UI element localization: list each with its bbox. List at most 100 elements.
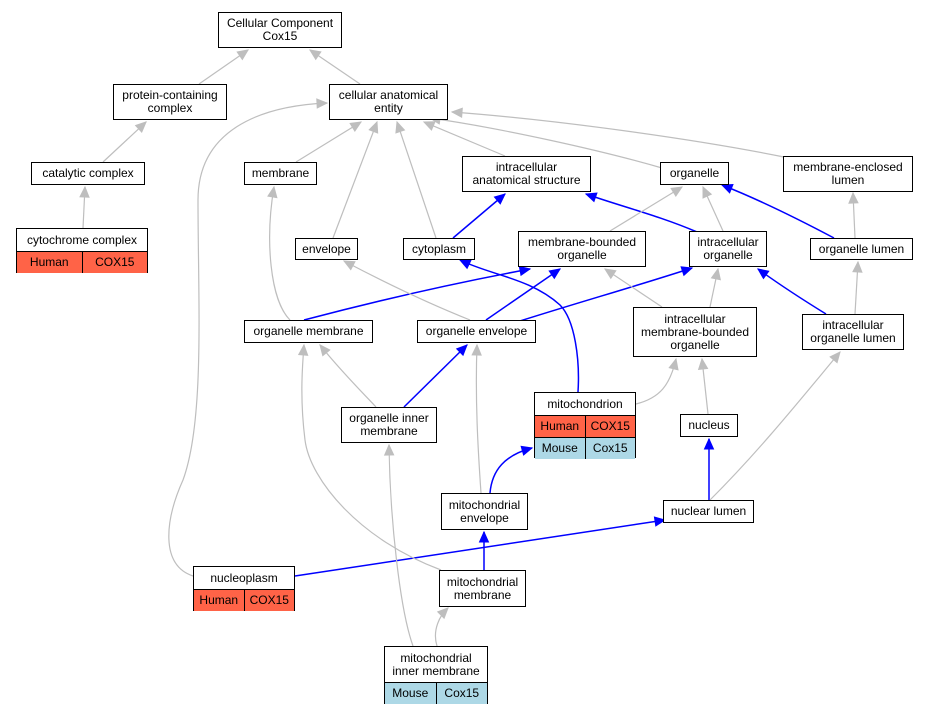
gene-cell-mouse: Cox15 (435, 683, 487, 704)
edge-arrowhead (368, 120, 379, 134)
edge-arrowhead (520, 445, 534, 456)
node-organelle-membrane[interactable]: organelle membrane (244, 320, 373, 343)
node-organelle-inner-membrane[interactable]: organelle inner membrane (341, 407, 437, 443)
node-nuclear-lumen[interactable]: nuclear lumen (663, 500, 754, 523)
edge-is-a-intracellular-mb-organelle-to-membrane-bounded-organelle (604, 268, 663, 308)
node-membrane-bounded-organelle[interactable]: membrane-bounded organelle (518, 231, 646, 267)
node-intracellular-organelle[interactable]: intracellular organelle (689, 231, 767, 267)
node-protein-containing-complex[interactable]: protein-containing complex (113, 84, 227, 120)
node-organelle-envelope[interactable]: organelle envelope (417, 320, 536, 343)
annotation-row-human: Human COX15 (17, 251, 147, 273)
species-cell-human: Human (535, 416, 585, 437)
annotation-row-mouse: Mouse Cox15 (385, 682, 487, 704)
node-cellular-component-cox15[interactable]: Cellular Component Cox15 (218, 12, 342, 48)
edge-arrowhead (383, 443, 395, 456)
edge-arrowhead (703, 437, 715, 450)
gene-cell-mouse: Cox15 (584, 438, 635, 459)
node-label-line: organelle (669, 166, 720, 180)
node-label-line: lumen (831, 173, 865, 187)
node-organelle-lumen[interactable]: organelle lumen (810, 238, 913, 260)
node-label-line: organelle (670, 337, 720, 352)
node-cytochrome-complex[interactable]: cytochrome complex Human COX15 (16, 228, 148, 273)
edge-arrowhead (653, 516, 667, 527)
edge-arrowhead (471, 343, 482, 356)
edge-arrowhead (478, 530, 490, 543)
node-mitochondrial-membrane[interactable]: mitochondrial membrane (439, 570, 526, 607)
edge-arrowhead (757, 268, 770, 280)
node-label-line: entity (374, 101, 403, 115)
node-mitochondrion[interactable]: mitochondrion Human COX15 Mouse Cox15 (534, 392, 636, 459)
node-cellular-anatomical-entity[interactable]: cellular anatomical entity (329, 84, 448, 120)
node-label-line: protein-containing (122, 88, 218, 102)
edge-arrowhead (395, 120, 406, 134)
annotation-row-human: Human COX15 (535, 415, 635, 437)
edge-is-a-membrane-to-cellular-anatomical-entity (295, 121, 362, 163)
species-cell-human: Human (17, 252, 82, 273)
node-label-line: intracellular (822, 318, 884, 332)
edge-is-a-membrane-bounded-organelle-to-organelle (609, 186, 683, 232)
edge-is-a-cytoplasm-to-cellular-anatomical-entity (396, 121, 437, 239)
node-mitochondrial-envelope[interactable]: mitochondrial envelope (441, 493, 528, 530)
edge-arrowhead (422, 121, 436, 131)
edge-is-a-nuclear-lumen-to-intracellular-organelle-lumen (709, 351, 841, 501)
edge-is-a-organelle-envelope-to-envelope (343, 260, 471, 321)
edge-arrowhead (450, 107, 463, 119)
edge-part-of-organelle-envelope-to-membrane-bounded-organelle (485, 268, 561, 321)
node-nucleus[interactable]: nucleus (680, 414, 738, 437)
edge-is-a-organelle-membrane-to-membrane (269, 186, 291, 321)
node-label-line: nucleus (688, 418, 730, 432)
node-intracellular-membrane-bounded-organelle[interactable]: intracellular membrane-bounded organelle (633, 307, 757, 357)
edge-part-of-organelle-membrane-to-membrane-bounded-organelle (303, 268, 531, 321)
node-mitochondrial-inner-membrane[interactable]: mitochondrial inner membrane Mouse Cox15 (384, 646, 488, 704)
edge-arrowhead (710, 267, 721, 281)
edge-arrowhead (267, 185, 278, 199)
edge-arrowhead (134, 121, 147, 134)
edge-is-a-intracellular-anatomical-structure-to-cellular-anatomical-entity (423, 121, 506, 157)
node-label-line: organelle envelope (425, 324, 528, 338)
node-label-line: anatomical structure (472, 173, 581, 187)
node-label-line: membrane (453, 587, 512, 602)
node-label-line: complex (147, 101, 193, 115)
node-intracellular-anatomical-structure[interactable]: intracellular anatomical structure (462, 156, 591, 192)
node-label-line: cytoplasm (411, 241, 467, 256)
node-label-line: organelle membrane (253, 324, 364, 338)
node-label-line: membrane-bounded (527, 235, 637, 249)
node-label-line: membrane-bounded (640, 324, 750, 339)
edge-arrowhead (308, 49, 322, 61)
edge-is-a-membrane-enclosed-lumen-to-cellular-anatomical-entity (451, 111, 785, 158)
node-intracellular-organelle-lumen[interactable]: intracellular organelle lumen (802, 314, 904, 350)
node-organelle[interactable]: organelle (660, 162, 729, 185)
edge-arrowhead (319, 344, 331, 357)
edge-is-a-nucleoplasm-to-cellular-anatomical-entity (168, 102, 328, 577)
node-membrane[interactable]: membrane (244, 162, 317, 185)
node-label-line: membrane (251, 166, 310, 180)
node-label-line: membrane-enclosed (793, 160, 903, 174)
node-envelope[interactable]: envelope (295, 238, 358, 260)
node-label-line: mitochondrial (446, 574, 519, 589)
node-label-line: intracellular (697, 235, 759, 249)
edge-arrowhead (548, 268, 562, 280)
node-label-line: envelope (460, 510, 509, 525)
edge-is-a-mitochondrion-to-intracellular-mb-organelle (635, 358, 677, 405)
edge-part-of-organelle-lumen-to-organelle (721, 184, 835, 239)
edge-arrowhead (670, 186, 684, 197)
node-label-line: mitochondrion (547, 396, 623, 411)
node-label-line: organelle inner (349, 411, 429, 425)
edge-arrowhead (297, 343, 309, 356)
node-cytoplasm[interactable]: cytoplasm (403, 238, 475, 260)
node-nucleoplasm[interactable]: nucleoplasm Human COX15 (193, 566, 295, 611)
edge-is-a-mitochondrial-envelope-to-organelle-envelope (475, 344, 482, 494)
node-label-line: cellular anatomical (338, 88, 439, 102)
node-catalytic-complex[interactable]: catalytic complex (31, 162, 145, 185)
node-label-line: organelle lumen (818, 241, 905, 256)
edge-arrowhead (493, 193, 506, 205)
gene-cell-human: COX15 (81, 252, 147, 273)
node-label-line: nuclear lumen (670, 504, 747, 518)
node-membrane-enclosed-lumen[interactable]: membrane-enclosed lumen (783, 156, 913, 192)
edge-is-a-organelle-to-cellular-anatomical-entity (429, 117, 663, 169)
annotation-row-mouse: Mouse Cox15 (535, 437, 635, 459)
edge-arrowhead (720, 183, 734, 194)
edge-part-of-organelle-inner-membrane-to-organelle-envelope (403, 344, 468, 408)
edge-is-a-mitochondrial-inner-membrane-to-organelle-inner-membrane (388, 444, 414, 647)
